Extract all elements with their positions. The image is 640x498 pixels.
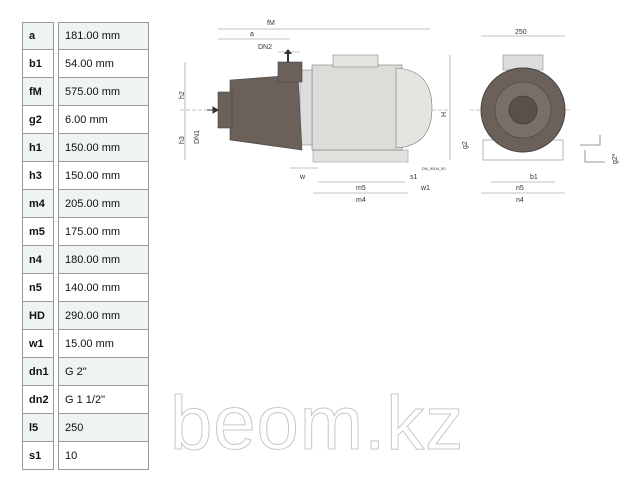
- label-g2: g2: [462, 141, 469, 149]
- label-b1: b1: [530, 174, 538, 181]
- label-w: w: [299, 174, 306, 181]
- label-250: 250: [515, 29, 527, 36]
- label-H: H: [441, 112, 448, 117]
- label-s1: s1: [410, 174, 418, 181]
- label-h2: h2: [179, 91, 186, 99]
- dimension-value: 10: [58, 442, 149, 470]
- dimension-key: g2: [22, 106, 54, 134]
- dimension-value: 290.00 mm: [58, 302, 149, 330]
- pump-side-view: [207, 49, 433, 163]
- label-DN1: DN1: [194, 130, 201, 144]
- label-fM: fM: [267, 20, 275, 27]
- dimension-key: dn1: [22, 358, 54, 386]
- dimension-key: m5: [22, 218, 54, 246]
- dimension-value: 150.00 mm: [58, 134, 149, 162]
- dimension-key: fM: [22, 78, 54, 106]
- label-w1: w1: [420, 185, 430, 192]
- dimension-value: 205.00 mm: [58, 190, 149, 218]
- dimension-key: l5: [22, 414, 54, 442]
- label-m5: m5: [356, 185, 366, 192]
- dimension-value: 15.00 mm: [58, 330, 149, 358]
- dimension-value: G 1 1/2": [58, 386, 149, 414]
- dimension-value: 575.00 mm: [58, 78, 149, 106]
- dimension-value: 140.00 mm: [58, 274, 149, 302]
- dimension-value: 175.00 mm: [58, 218, 149, 246]
- dimension-value: 150.00 mm: [58, 162, 149, 190]
- dimension-key: m4: [22, 190, 54, 218]
- label-a: a: [250, 31, 254, 38]
- dimension-value: 181.00 mm: [58, 22, 149, 50]
- label-h3: h3: [179, 136, 186, 144]
- pump-technical-drawing: fM a DN2 h2 h3 DN1 H w s1 w1 m5 m4 DN_90…: [179, 20, 619, 204]
- label-n4: n4: [516, 197, 524, 204]
- dimension-key: h3: [22, 162, 54, 190]
- dimension-key: h1: [22, 134, 54, 162]
- watermark: beom.kz: [169, 381, 465, 467]
- dimension-key: n4: [22, 246, 54, 274]
- foot-detail: [580, 135, 605, 163]
- dimension-value: 54.00 mm: [58, 50, 149, 78]
- dimension-key: w1: [22, 330, 54, 358]
- label-m4: m4: [356, 197, 366, 204]
- dimension-value: 180.00 mm: [58, 246, 149, 274]
- pump-front-view: [480, 54, 566, 161]
- dimension-key: n5: [22, 274, 54, 302]
- label-n5: n5: [516, 185, 524, 192]
- dimension-key: s1: [22, 442, 54, 470]
- dimension-key: HD: [22, 302, 54, 330]
- label-g2-star: g2*: [612, 153, 619, 164]
- dimension-value: 250: [58, 414, 149, 442]
- dimension-value: 6.00 mm: [58, 106, 149, 134]
- drawing-code: DN_9004_50: [422, 166, 446, 171]
- dimension-key: b1: [22, 50, 54, 78]
- dimension-value: G 2": [58, 358, 149, 386]
- dimension-key: a: [22, 22, 54, 50]
- label-DN2: DN2: [258, 44, 272, 51]
- dimension-key: dn2: [22, 386, 54, 414]
